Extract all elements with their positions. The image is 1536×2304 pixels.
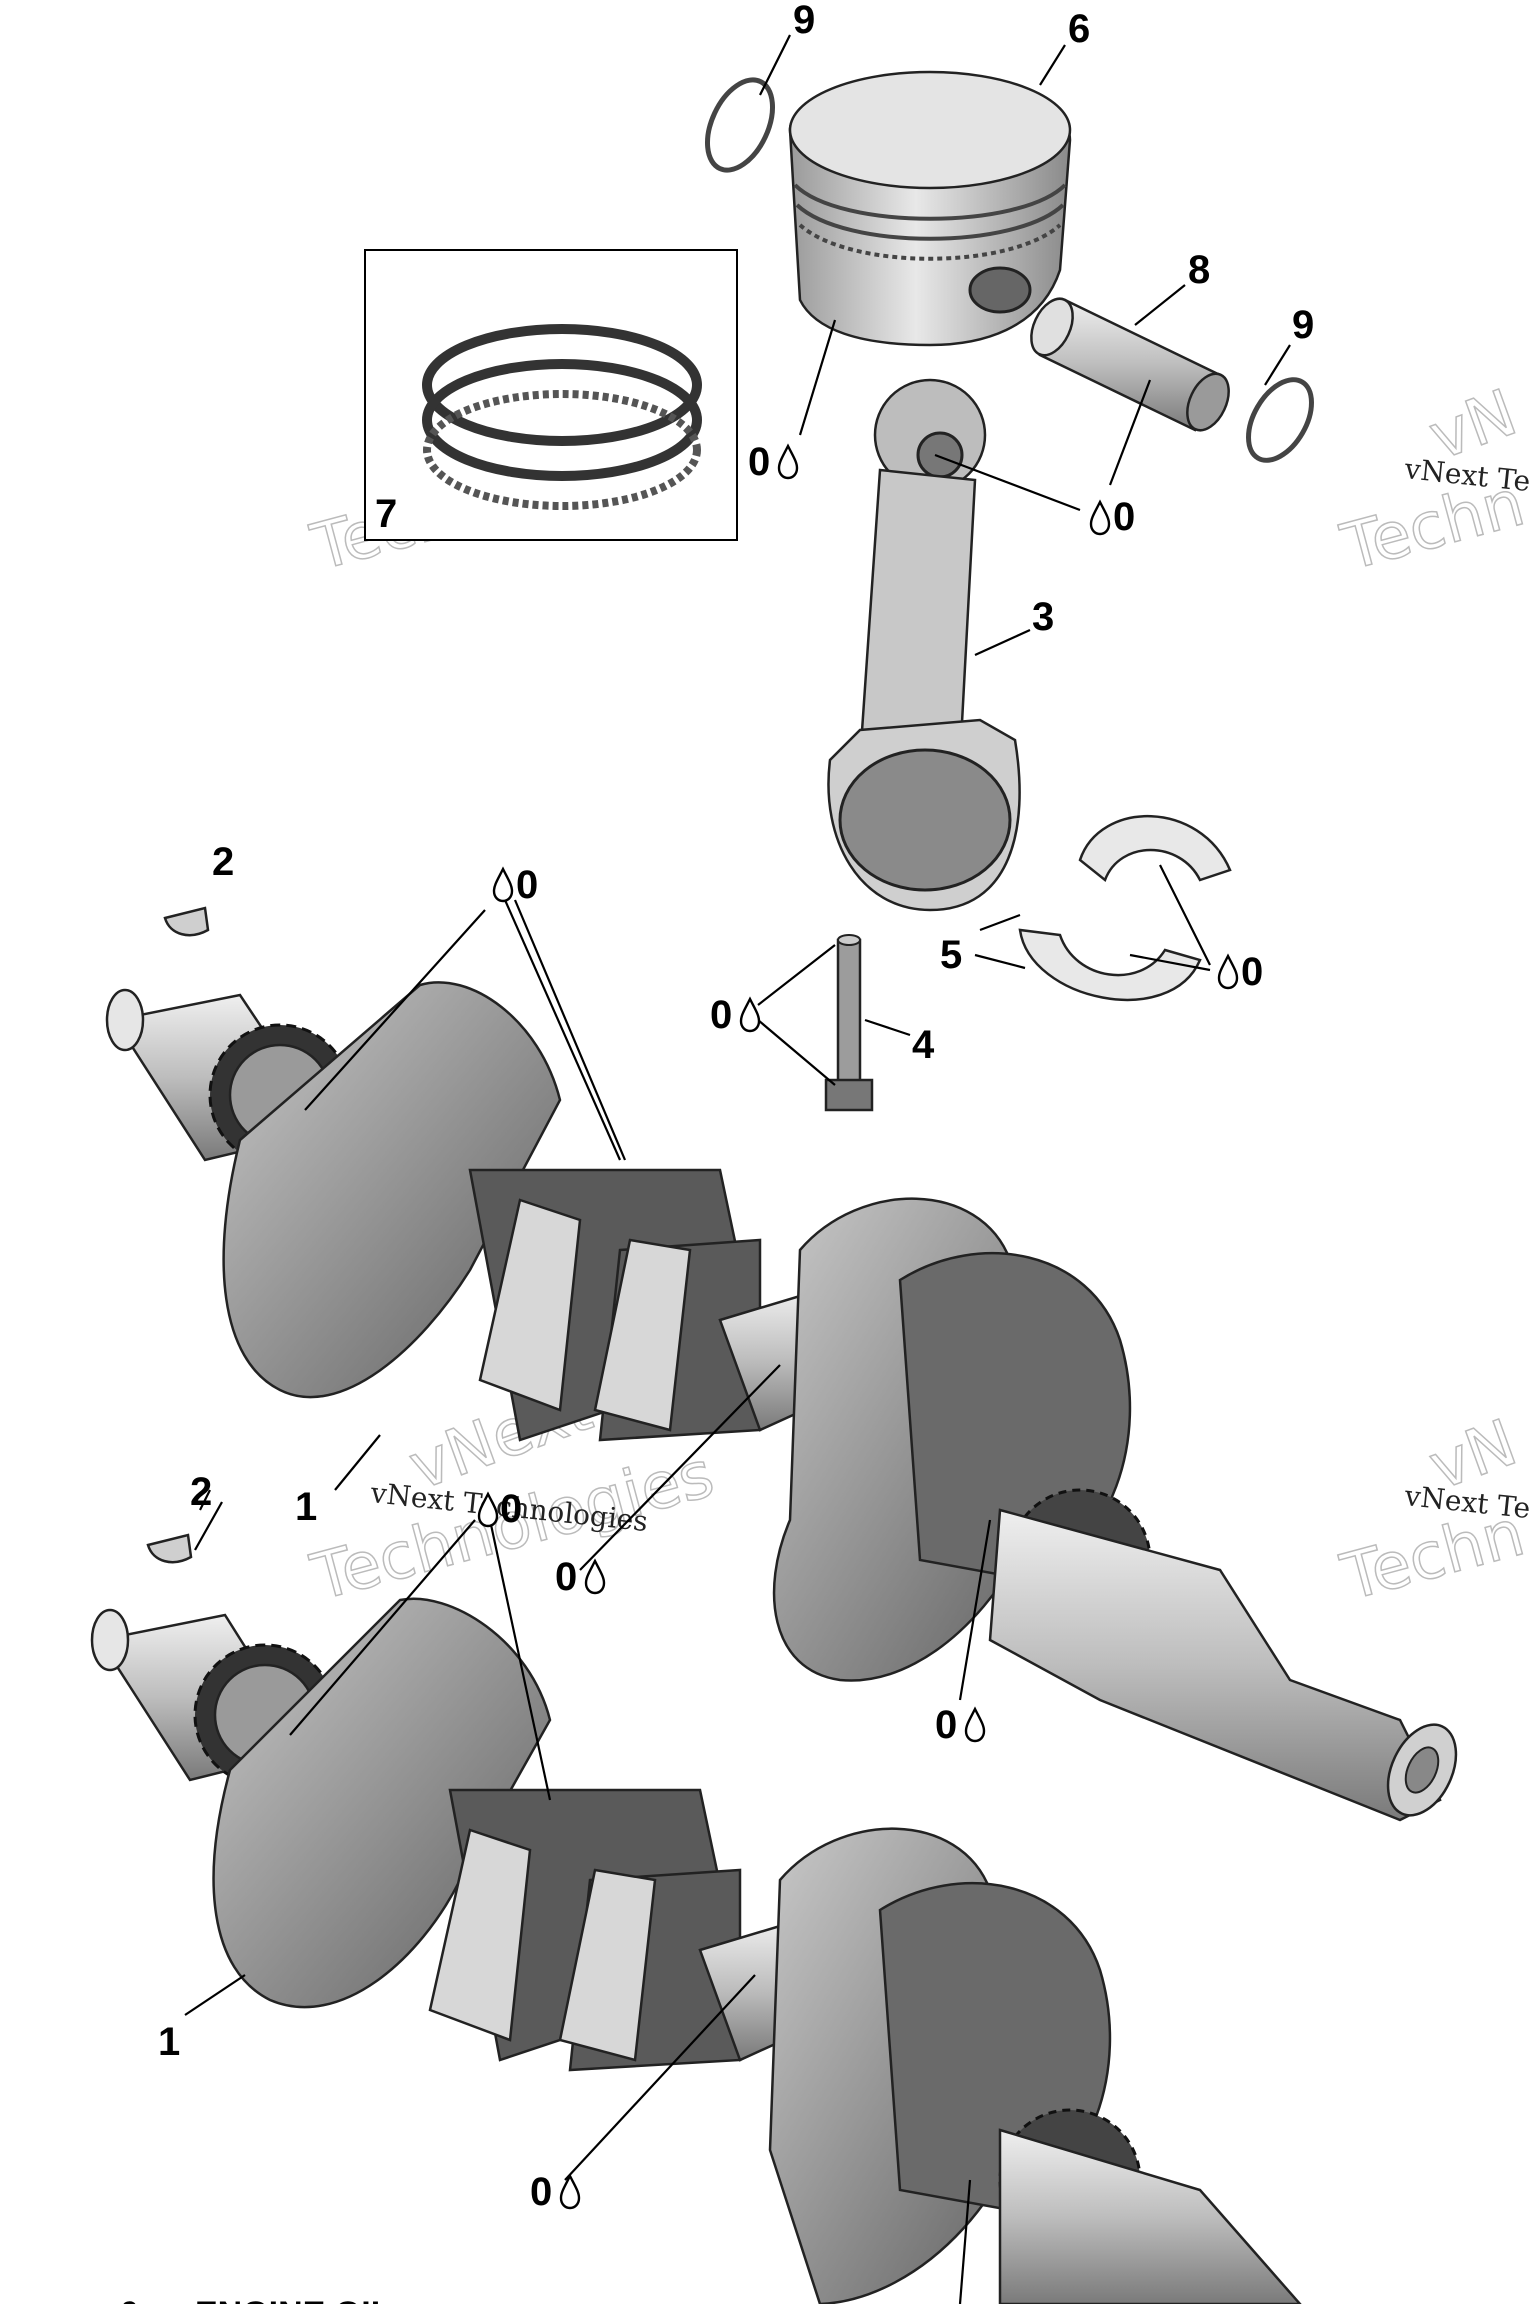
callout-9-snap-ring-right: 9: [1292, 303, 1314, 347]
watermark-mid-right: vN Techn vNext Te: [1333, 1405, 1532, 1616]
legend-text: ENGINE OIL: [195, 2295, 391, 2304]
callouts: 9 6 8 9 7 3 2 5 4 1 2 1 0 0 0 0 0 0 0 0 …: [158, 0, 1314, 2214]
crankshaft-upper: [105, 981, 1458, 1822]
oil-point-main-journal-bottom: 0: [500, 1487, 522, 1531]
woodruff-key-bottom: [146, 1533, 193, 1564]
connecting-rod: [827, 378, 1021, 912]
oil-drop-icon: [964, 1707, 986, 1743]
callout-9-snap-ring: 9: [793, 0, 815, 42]
crankshaft-lower: [90, 1597, 1302, 2304]
connecting-rod-bolt: [824, 934, 874, 1112]
legend-number: 0: [120, 2295, 139, 2304]
callout-3-connecting-rod: 3: [1032, 595, 1054, 639]
callout-5-bearing: 5: [940, 933, 962, 977]
legend: 0 ENGINE OIL: [120, 2295, 391, 2304]
oil-point-bearing: 0: [1241, 950, 1263, 994]
oil-drop-icon: [559, 2174, 581, 2210]
watermark-top-right: vN Techn vNext Te: [1333, 375, 1532, 586]
piston: [788, 70, 1072, 347]
callout-2-key-top: 2: [212, 840, 234, 884]
oil-point-bolt: 0: [710, 993, 732, 1037]
leader-lines: [184, 34, 1291, 2304]
svg-text:vNext Te: vNext Te: [1402, 1479, 1532, 1525]
oil-point-rear-journal-upper: 0: [935, 1703, 957, 1747]
callout-8-piston-pin: 8: [1188, 248, 1210, 292]
callout-1-crankshaft-lower: 1: [158, 2020, 180, 2064]
callout-4-bolt: 4: [912, 1023, 935, 1067]
oil-drop-icon: [584, 1559, 606, 1595]
piston-pin: [1030, 297, 1230, 432]
oil-point-rod-small-end: 0: [1113, 495, 1135, 539]
oil-drop-icon: [1089, 500, 1111, 536]
oil-point-crankpin-lower: 0: [530, 2170, 552, 2214]
oil-point-piston: 0: [748, 440, 770, 484]
piston-ring-kit: [364, 249, 738, 541]
callout-1-crankshaft-upper: 1: [295, 1485, 317, 1529]
oil-drop-icon: [777, 444, 799, 480]
snap-ring-left: [705, 77, 775, 173]
oil-drop-icon: [492, 867, 514, 903]
woodruff-key-top: [163, 906, 210, 937]
callout-2-key-bottom: 2: [190, 1470, 212, 1514]
callout-7-ring-kit: 7: [375, 492, 397, 536]
callout-6-piston: 6: [1068, 7, 1090, 51]
oil-point-crankpin-upper: 0: [555, 1555, 577, 1599]
snap-ring-right: [1246, 377, 1314, 463]
oil-point-main-journal-top: 0: [516, 863, 538, 907]
bearing-halves: [1018, 815, 1232, 1002]
oil-drop-icon: [1217, 954, 1239, 990]
oil-drop-icon: [739, 997, 761, 1033]
